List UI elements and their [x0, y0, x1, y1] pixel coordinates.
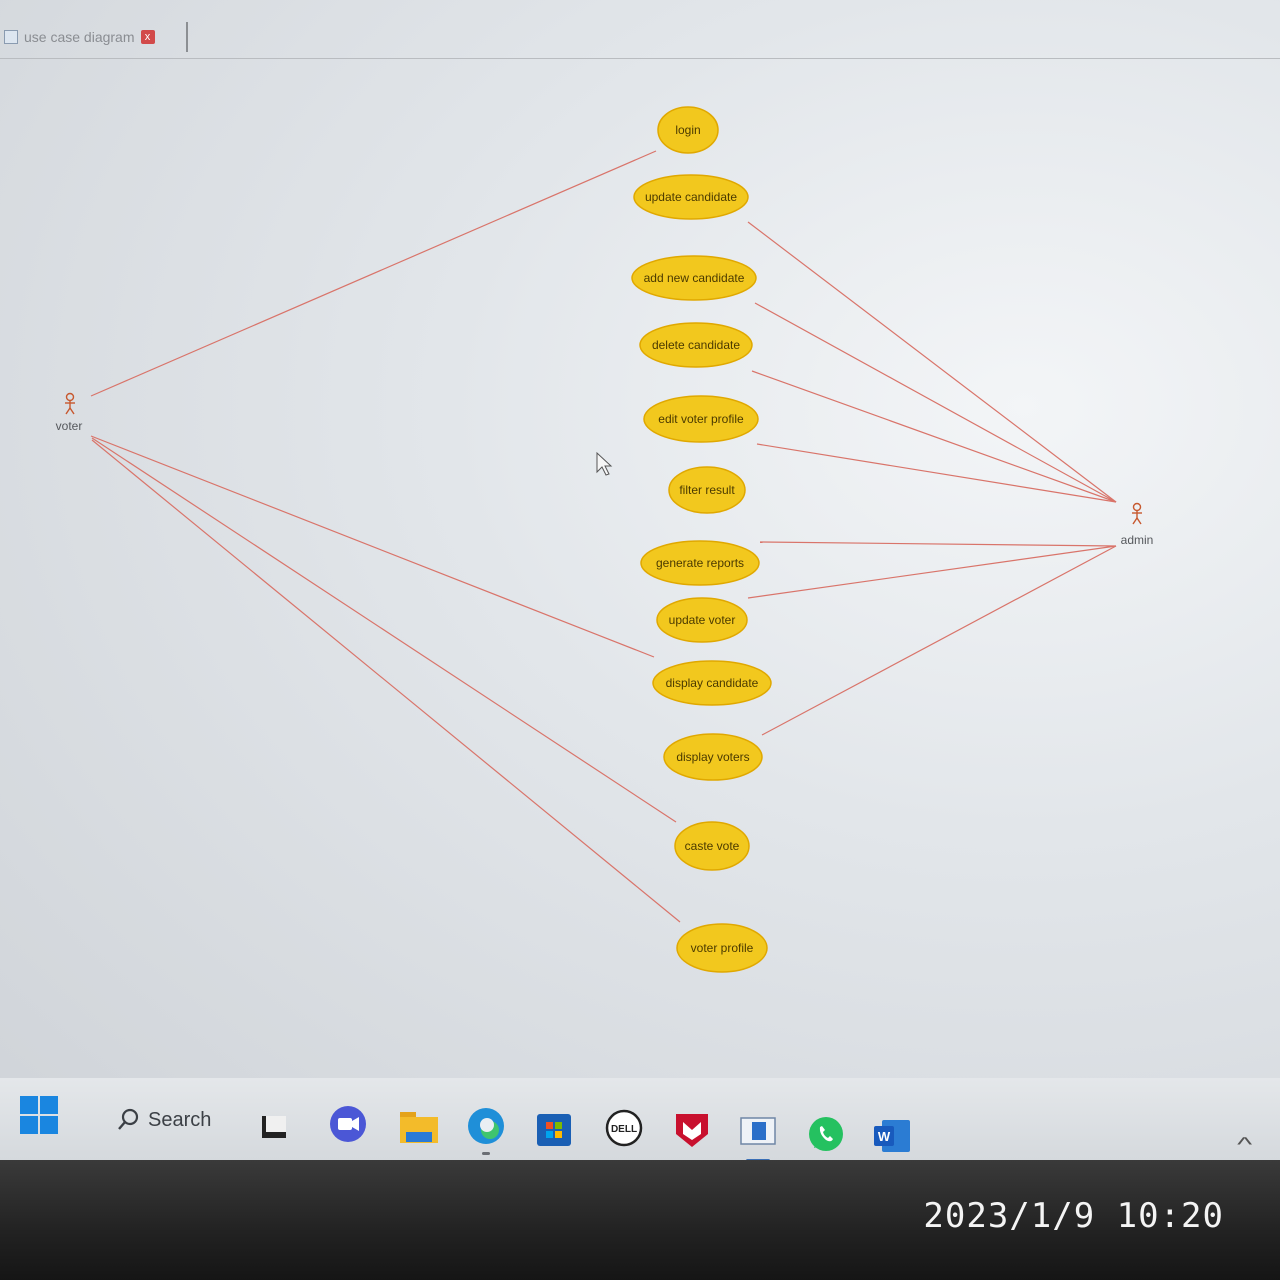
taskbar: [0, 1078, 1280, 1160]
stick-figure-icon: [1132, 502, 1142, 525]
association-voter-voter-profile[interactable]: [91, 439, 681, 923]
mcafee-button[interactable]: [672, 1110, 712, 1150]
association-admin-generate-reports[interactable]: [759, 541, 1117, 547]
start-button[interactable]: [18, 1094, 60, 1136]
use-case-update-candidate[interactable]: update candidate: [633, 174, 749, 220]
use-case-update-voter[interactable]: update voter: [656, 597, 748, 643]
edge-browser-button[interactable]: [466, 1106, 506, 1146]
whatsapp-icon: [809, 1117, 843, 1151]
dell-icon: DELL: [605, 1109, 643, 1147]
use-case-shape: [652, 660, 772, 706]
use-case-label: edit voter profile: [658, 412, 744, 426]
diagram-app-button[interactable]: [738, 1112, 778, 1152]
laptop-bezel: [0, 1160, 1280, 1280]
svg-text:DELL: DELL: [611, 1124, 637, 1135]
actors: voter admin: [56, 392, 1154, 548]
use-cases: login update candidate add new candidate de…: [631, 106, 772, 973]
use-case-label: delete candidate: [652, 338, 740, 352]
photo-timestamp: 2023/1/9 10:20: [923, 1196, 1224, 1236]
association-admin-update-voter[interactable]: [747, 545, 1117, 599]
actor-voter[interactable]: voter: [56, 392, 83, 434]
use-case-diagram: login update candidate add new candidate de…: [56, 106, 1154, 973]
document-tab-title: use case diagram: [24, 29, 135, 45]
task-view-icon: [262, 1116, 286, 1138]
use-case-display-voters[interactable]: display voters: [663, 733, 763, 781]
word-icon: W: [874, 1120, 910, 1152]
actor-admin[interactable]: admin: [1121, 502, 1154, 548]
taskbar-search[interactable]: Search: [104, 1098, 246, 1142]
use-case-label: generate reports: [656, 556, 744, 570]
microsoft-store-icon: [537, 1114, 571, 1146]
use-case-login[interactable]: login: [657, 106, 719, 154]
teams-chat-button[interactable]: [328, 1104, 368, 1144]
use-case-shape: [676, 923, 768, 973]
task-view-button[interactable]: [254, 1108, 294, 1148]
use-case-shape: [657, 106, 719, 154]
use-case-shape: [640, 540, 760, 586]
use-case-add-new-candidate[interactable]: add new candidate: [631, 255, 757, 301]
stick-figure-icon: [65, 392, 75, 415]
teams-chat-icon: [330, 1106, 366, 1142]
use-case-caste-vote[interactable]: caste vote: [674, 821, 750, 871]
mcafee-icon: [676, 1114, 708, 1147]
svg-text:W: W: [878, 1129, 891, 1144]
association-admin-update-candidate[interactable]: [747, 221, 1117, 503]
search-label: Search: [148, 1108, 212, 1131]
running-indicator: [482, 1152, 490, 1155]
use-case-shape: [674, 821, 750, 871]
actor-label: voter: [56, 419, 83, 433]
mouse-cursor-icon: [596, 451, 613, 476]
use-case-shape: [631, 255, 757, 301]
use-case-label: caste vote: [685, 839, 740, 853]
tab-close-icon[interactable]: x: [140, 30, 155, 44]
use-case-label: display candidate: [666, 676, 759, 690]
whatsapp-button[interactable]: [806, 1114, 846, 1154]
word-button[interactable]: W: [872, 1116, 912, 1156]
use-case-label: login: [675, 123, 700, 137]
dell-button[interactable]: DELL: [604, 1108, 644, 1148]
diagram-app-icon: [740, 1117, 776, 1145]
use-case-label: voter profile: [691, 941, 754, 955]
document-tab-bar: use case diagram x: [0, 18, 1280, 59]
association-admin-edit-voter-profile[interactable]: [756, 443, 1117, 503]
use-case-label: update voter: [669, 613, 736, 627]
document-icon: [4, 30, 18, 44]
use-case-voter-profile[interactable]: voter profile: [676, 923, 768, 973]
use-case-edit-voter-profile[interactable]: edit voter profile: [643, 395, 759, 443]
edge-browser-icon: [468, 1108, 504, 1144]
use-case-shape: [656, 597, 748, 643]
use-case-delete-candidate[interactable]: delete candidate: [639, 322, 753, 368]
windows-logo-icon: [20, 1096, 58, 1134]
association-admin-display-voters[interactable]: [761, 545, 1117, 736]
use-case-label: filter result: [679, 483, 735, 497]
association-voter-display-candidate[interactable]: [90, 435, 655, 658]
association-lines: [90, 150, 1117, 923]
use-case-display-candidate[interactable]: display candidate: [652, 660, 772, 706]
association-admin-delete-candidate[interactable]: [751, 370, 1117, 503]
use-case-label: display voters: [676, 750, 749, 764]
use-case-shape: [639, 322, 753, 368]
association-voter-caste-vote[interactable]: [91, 437, 677, 823]
use-case-shape: [663, 733, 763, 781]
tray-chevron-icon[interactable]: ^: [1237, 1134, 1253, 1156]
use-case-generate-reports[interactable]: generate reports: [640, 540, 760, 586]
file-explorer-icon: [400, 1112, 438, 1143]
microsoft-store-button[interactable]: [534, 1108, 574, 1148]
use-case-shape: [643, 395, 759, 443]
association-voter-login[interactable]: [90, 150, 657, 397]
use-case-label: add new candidate: [644, 271, 745, 285]
use-case-shape: [633, 174, 749, 220]
use-case-filter-result[interactable]: filter result: [668, 466, 746, 514]
file-explorer-button[interactable]: [398, 1106, 438, 1146]
use-case-label: update candidate: [645, 190, 737, 204]
use-case-shape: [668, 466, 746, 514]
actor-label: admin: [1121, 533, 1154, 547]
document-tab[interactable]: use case diagram x: [0, 22, 188, 52]
search-icon: [118, 1108, 139, 1130]
association-admin-add-new-candidate[interactable]: [754, 302, 1117, 503]
